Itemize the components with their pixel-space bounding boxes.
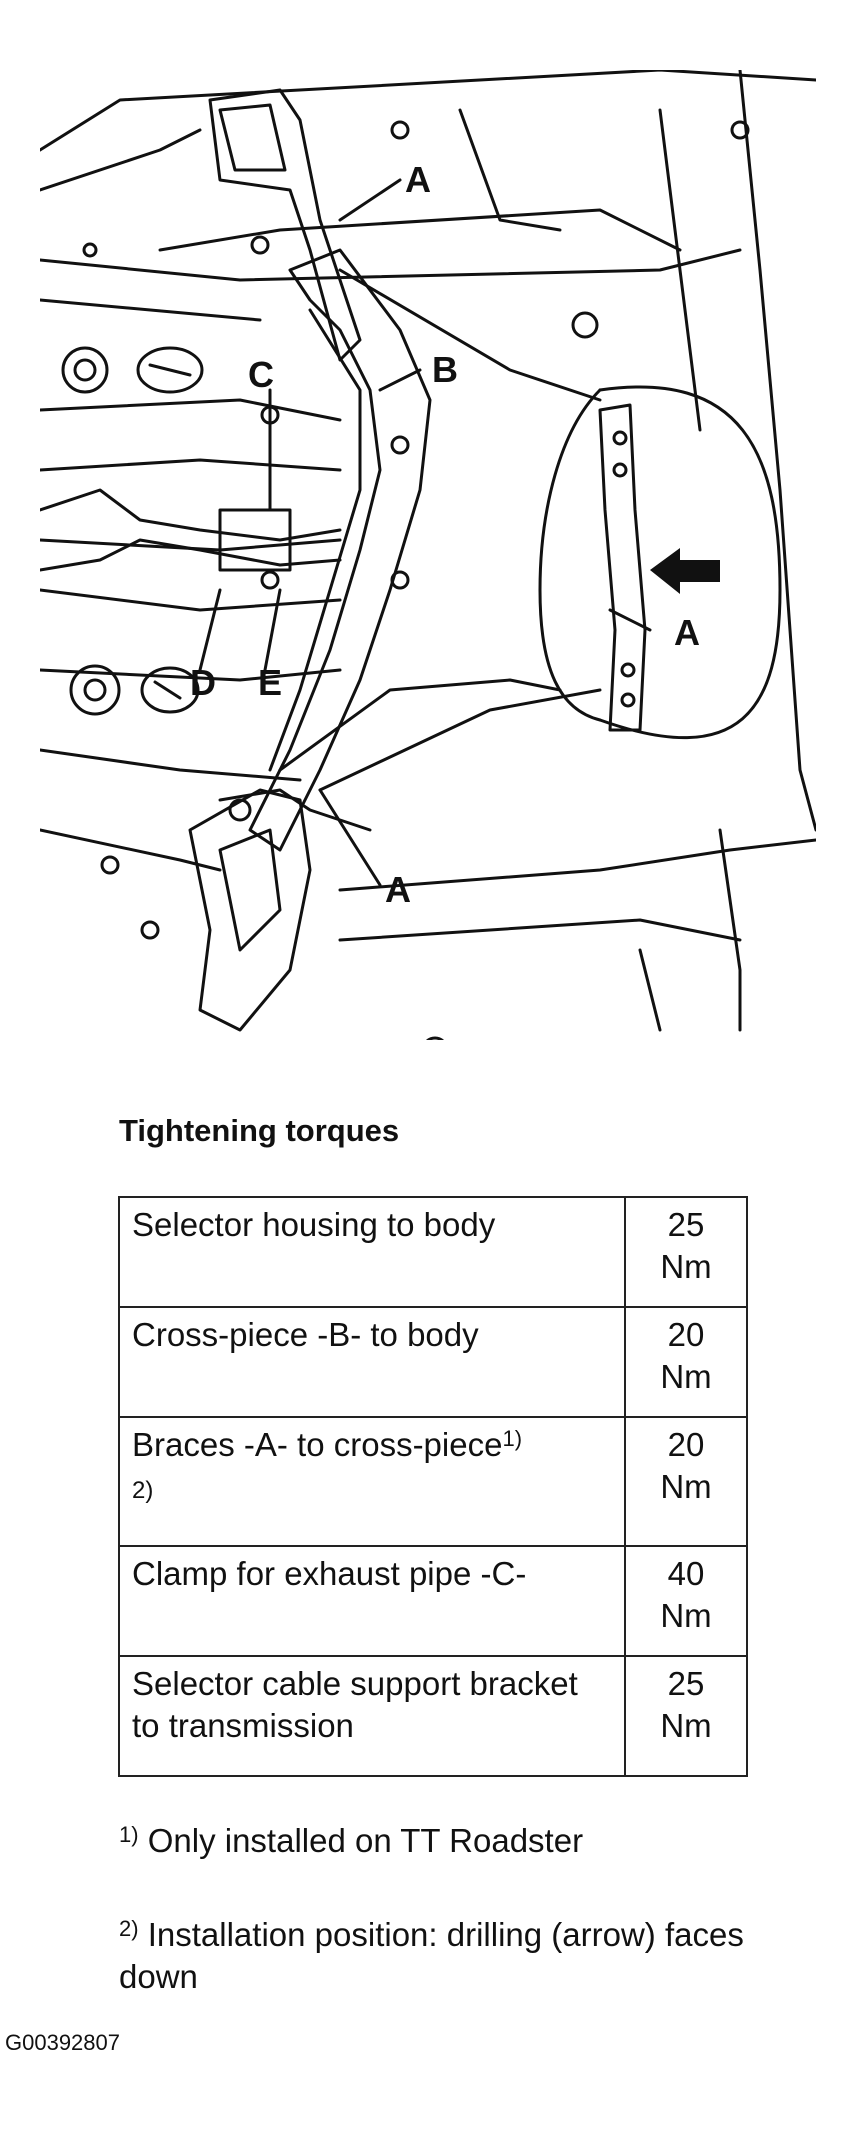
footnote-ref: 2) bbox=[132, 1477, 154, 1504]
footnote-1: 1) Only installed on TT Roadster bbox=[119, 1822, 584, 1859]
footnote-marker: 2) bbox=[119, 1916, 139, 1941]
label-c: C bbox=[248, 354, 274, 395]
table-row: Selector cable support bracket to transm… bbox=[118, 1655, 748, 1777]
label-b: B bbox=[432, 349, 458, 390]
label-d: D bbox=[190, 662, 216, 703]
footnote-ref: 1) bbox=[502, 1426, 523, 1451]
item-cell: Selector cable support bracket to transm… bbox=[118, 1655, 626, 1777]
label-a-bottom: A bbox=[385, 869, 411, 910]
figure-id: G00392807 bbox=[5, 2030, 120, 2055]
item-cell: Clamp for exhaust pipe -C- bbox=[118, 1545, 626, 1657]
footnote-marker: 1) bbox=[119, 1822, 139, 1847]
label-a-detail: A bbox=[674, 612, 700, 653]
item-cell: Cross-piece -B- to body bbox=[118, 1306, 626, 1418]
item-cell: Selector housing to body bbox=[118, 1196, 626, 1308]
exploded-view-diagram: A B C A D E A bbox=[40, 70, 816, 1040]
footnote-2: 2) Installation position: drilling (arro… bbox=[119, 1916, 744, 1995]
label-e: E bbox=[258, 662, 282, 703]
label-a-top: A bbox=[405, 159, 431, 200]
item-cell: Braces -A- to cross-piece1)2) bbox=[118, 1416, 626, 1547]
section-heading: Tightening torques bbox=[119, 1113, 400, 1148]
